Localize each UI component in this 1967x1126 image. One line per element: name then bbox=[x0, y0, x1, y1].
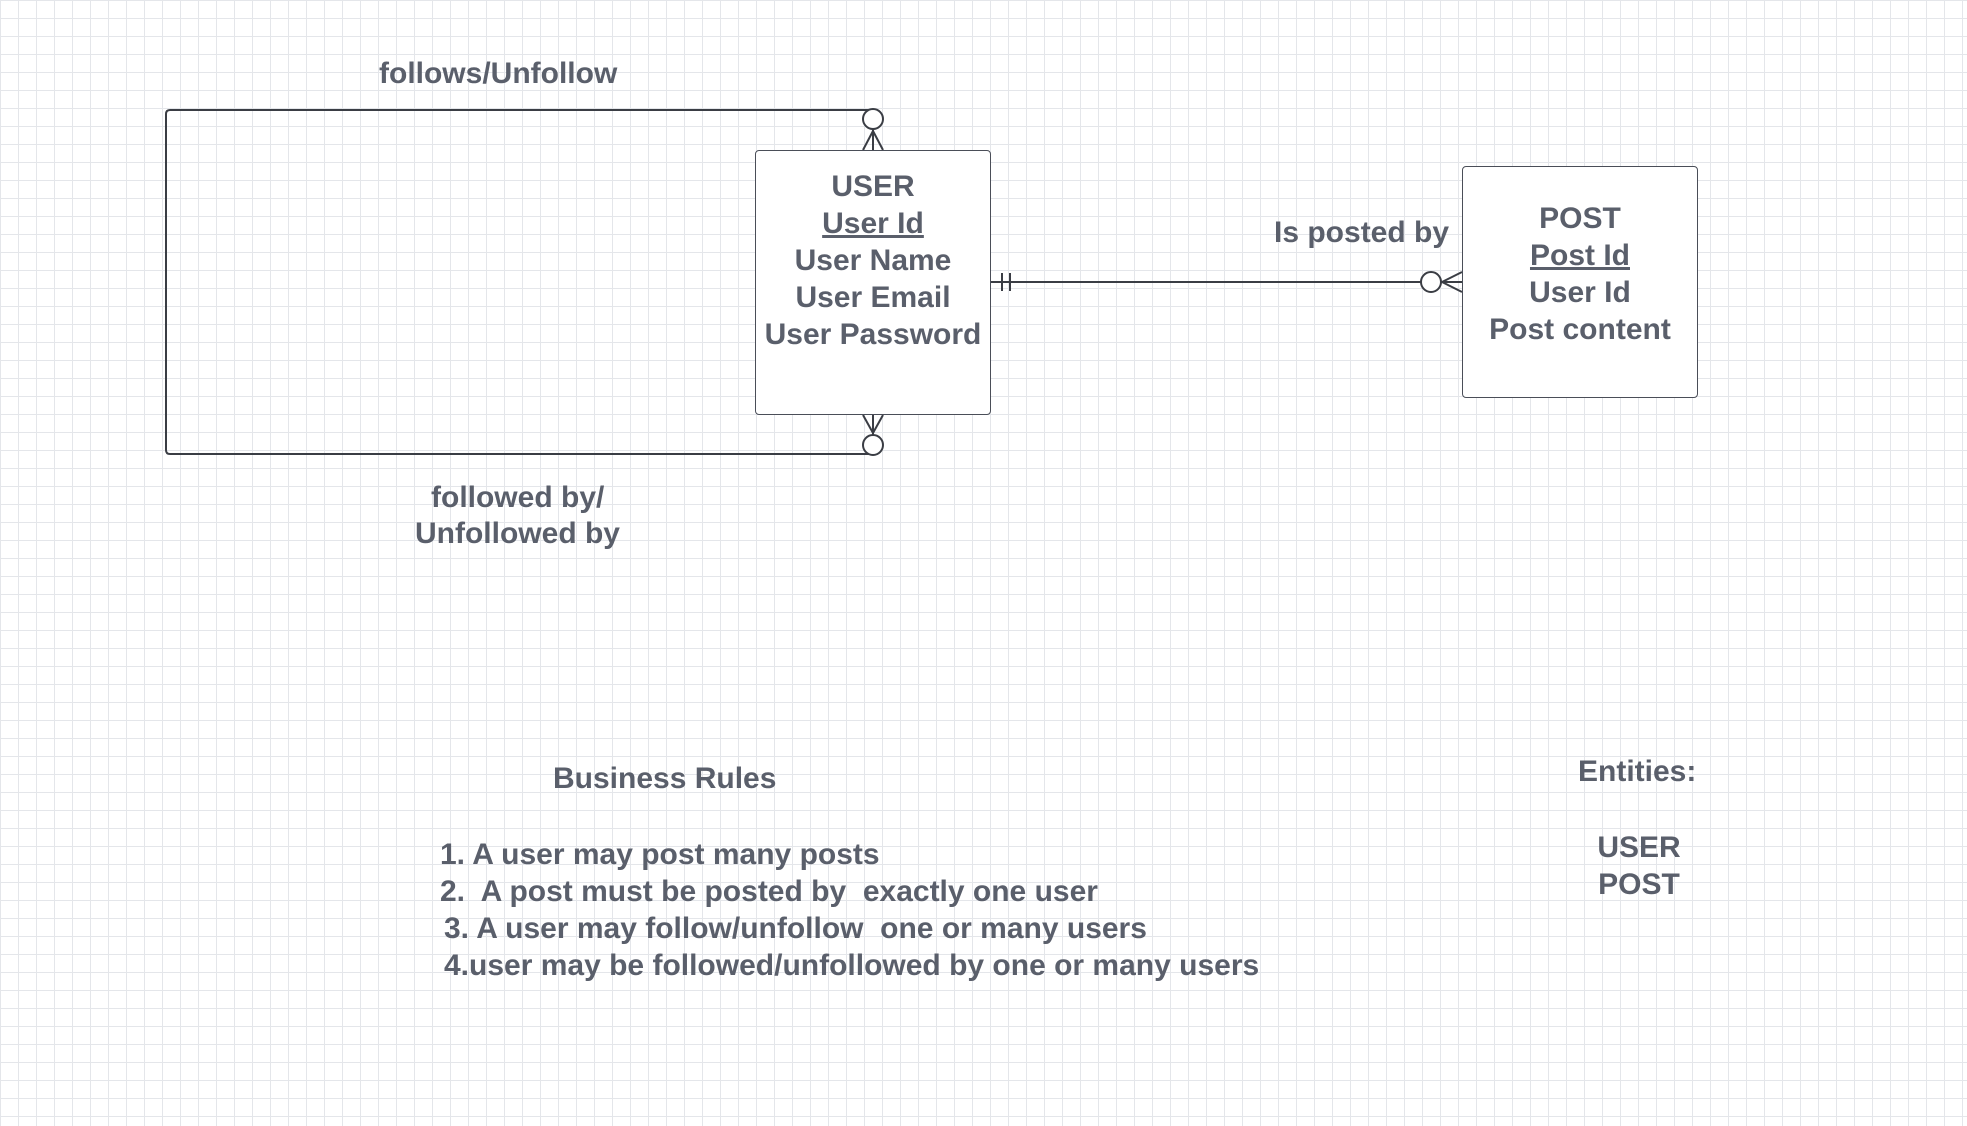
user-entity-key: User Id bbox=[822, 207, 924, 240]
user-entity-attribute: User Email bbox=[795, 281, 951, 314]
follow-loop-line bbox=[165, 109, 873, 455]
many-crow-bottom bbox=[1441, 281, 1463, 293]
followed-by-label-line2: Unfollowed by bbox=[415, 517, 620, 550]
business-rules-title: Business Rules bbox=[553, 762, 777, 795]
user-entity-name: USER bbox=[831, 170, 915, 203]
follow-top-crow-left bbox=[862, 130, 874, 151]
entities-list-item: USER bbox=[1597, 831, 1681, 864]
business-rule: 4.user may be followed/unfollowed by one… bbox=[444, 949, 1260, 982]
follow-top-crow-right bbox=[872, 130, 884, 151]
follow-bottom-crow-right bbox=[872, 414, 884, 434]
business-rules-list: 1. A user may post many posts 2. A post … bbox=[440, 836, 1259, 984]
post-entity-key: Post Id bbox=[1529, 239, 1630, 272]
followed-by-label-line1: followed by/ bbox=[431, 481, 605, 514]
business-rule: 3. A user may follow/unfollow one or man… bbox=[444, 912, 1147, 945]
post-entity-attribute: User Id bbox=[1529, 276, 1631, 309]
post-entity-name: POST bbox=[1539, 202, 1621, 235]
user-entity-attribute: User Password bbox=[764, 318, 982, 351]
post-entity-attribute: Post content bbox=[1489, 313, 1671, 346]
follow-top-zero bbox=[862, 108, 884, 130]
user-entity[interactable]: USER User Id User Name User Email User P… bbox=[755, 150, 991, 415]
business-rule: 1. A user may post many posts bbox=[440, 838, 880, 871]
follow-bottom-crow-left bbox=[862, 414, 874, 434]
many-crow-top bbox=[1441, 271, 1463, 283]
many-optional-zero bbox=[1420, 271, 1442, 293]
user-entity-attribute: User Name bbox=[794, 244, 952, 277]
follow-bottom-zero bbox=[862, 434, 884, 456]
follows-label: follows/Unfollow bbox=[379, 57, 618, 90]
entities-list-title: Entities: bbox=[1578, 755, 1697, 788]
entities-list-item: POST bbox=[1598, 868, 1680, 901]
entities-list: USER POST bbox=[1535, 829, 1743, 903]
posted-by-label: Is posted by bbox=[1274, 216, 1450, 249]
business-rule: 2. A post must be posted by exactly one … bbox=[440, 875, 1098, 908]
post-entity[interactable]: POST Post Id User Id Post content bbox=[1462, 166, 1698, 398]
